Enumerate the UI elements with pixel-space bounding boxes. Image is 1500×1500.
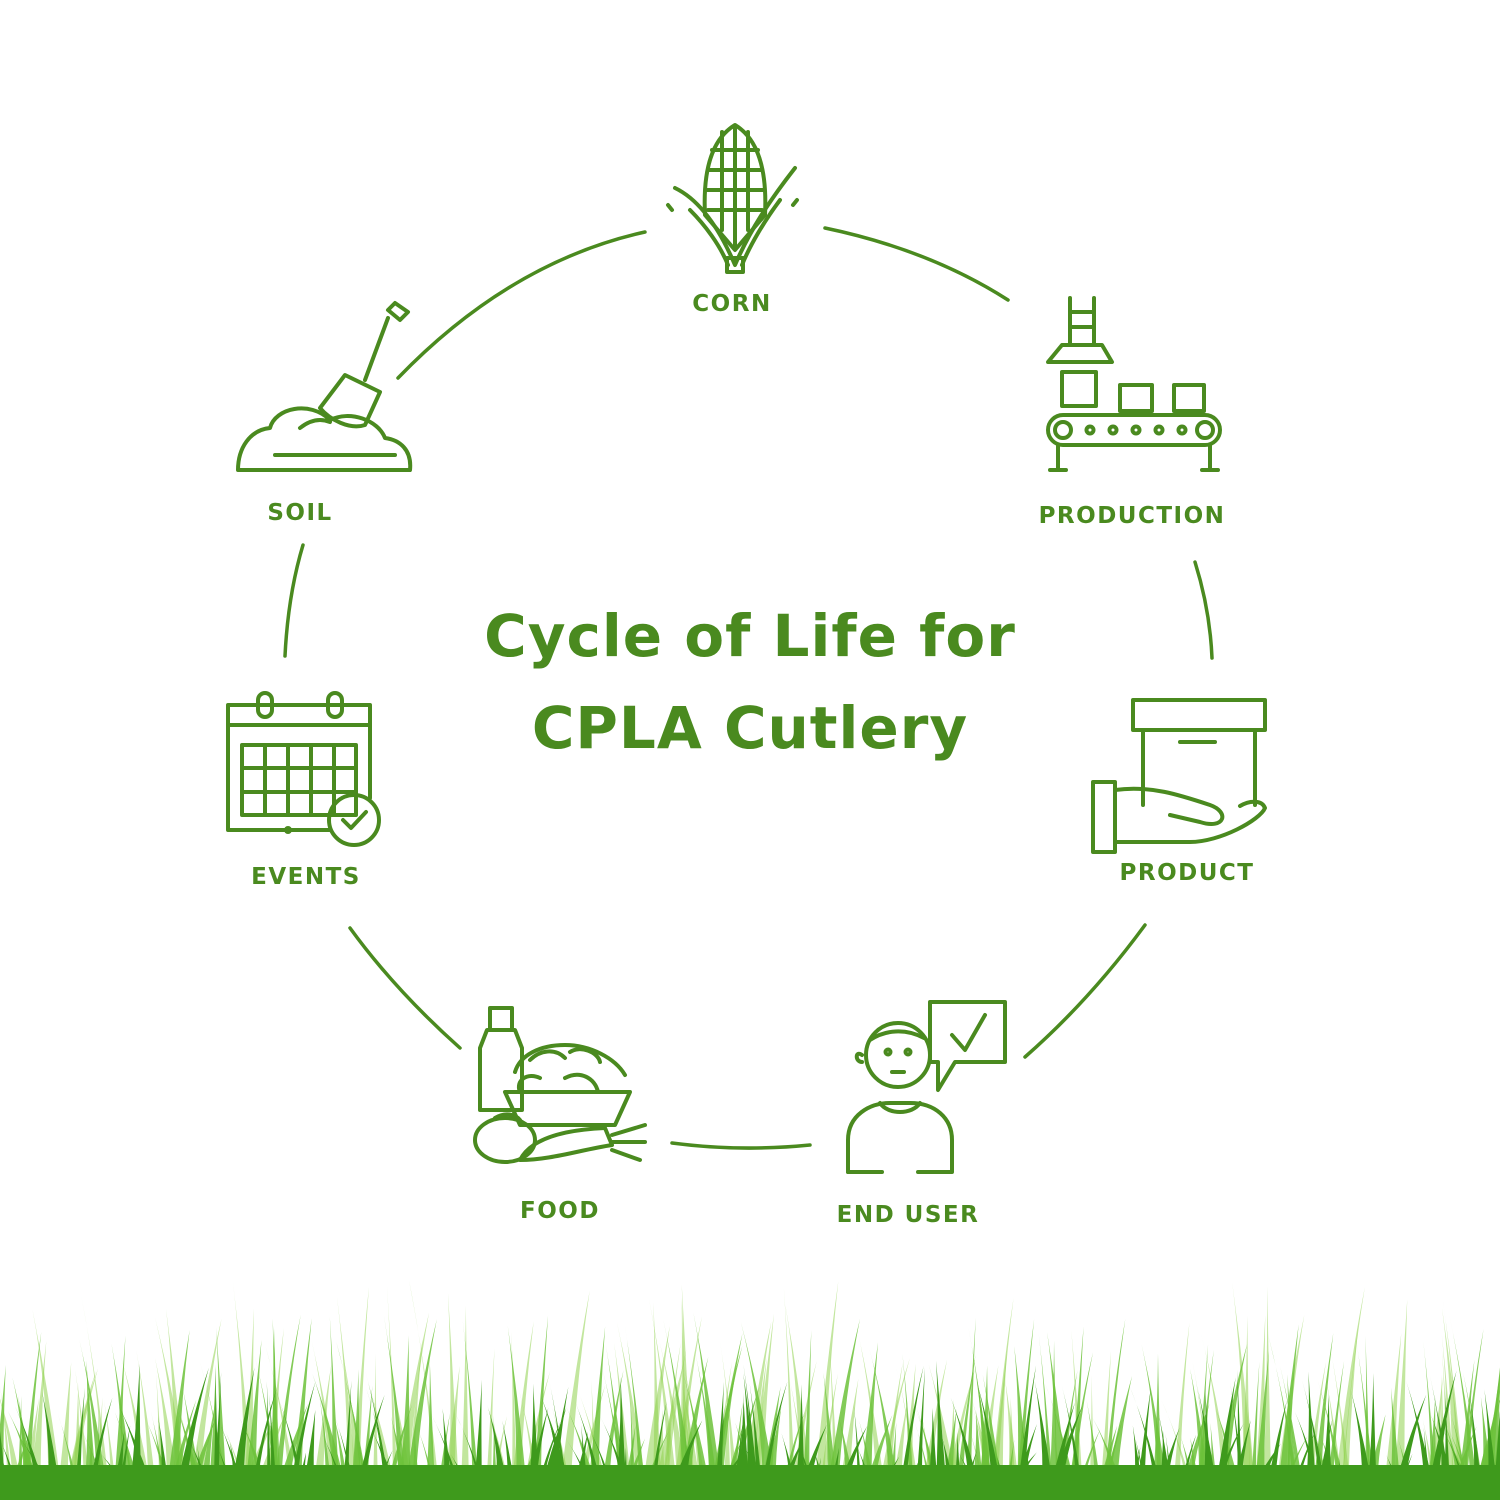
stage-label-production: PRODUCTION xyxy=(1038,503,1226,529)
arc-product-enduser xyxy=(1023,923,1147,1059)
conveyor-icon xyxy=(1046,296,1222,472)
stage-label-soil: SOIL xyxy=(267,500,333,526)
stage-label-product: PRODUCT xyxy=(1119,860,1255,886)
shovel-soil-icon xyxy=(236,301,413,472)
box-hand-icon xyxy=(1091,698,1267,854)
user-check-icon xyxy=(846,1000,1007,1174)
arc-events-soil xyxy=(283,543,305,658)
calendar-check-icon xyxy=(226,691,381,847)
grass-border xyxy=(0,1280,1500,1500)
corn-icon xyxy=(666,123,799,274)
arc-production-product xyxy=(1193,560,1214,660)
title-line-1: Cycle of Life for xyxy=(484,602,1016,670)
diagram-title: Cycle of Life for CPLA Cutlery xyxy=(400,590,1100,774)
arc-food-events xyxy=(348,926,462,1050)
groceries-icon xyxy=(473,1006,647,1164)
title-line-2: CPLA Cutlery xyxy=(531,694,969,762)
stage-label-corn: CORN xyxy=(692,291,772,317)
arc-soil-corn xyxy=(396,230,647,380)
stage-label-events: EVENTS xyxy=(251,864,361,890)
stage-label-end-user: END USER xyxy=(836,1202,980,1228)
arc-corn-production xyxy=(823,226,1010,302)
stage-label-food: FOOD xyxy=(520,1198,600,1224)
arc-enduser-food xyxy=(670,1141,812,1150)
